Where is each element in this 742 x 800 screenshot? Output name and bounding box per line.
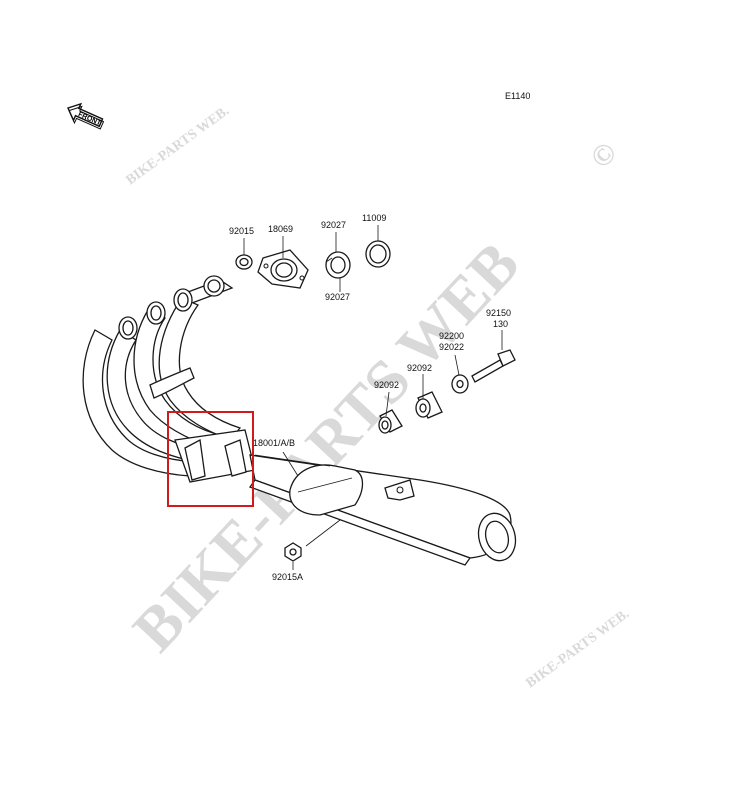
label-92200: 92200 (439, 331, 464, 341)
diagram-code: E1140 (505, 91, 530, 101)
label-130: 130 (493, 319, 508, 329)
watermark-small-bottom: BIKE-PARTS WEB. (524, 607, 633, 692)
muffler (248, 454, 517, 566)
label-92150: 92150 (486, 308, 511, 318)
label-92027-bottom: 92027 (325, 292, 350, 302)
front-arrow-icon: FRONT (67, 102, 105, 130)
flange-18069-icon (257, 249, 309, 289)
leader-lines (243, 225, 503, 570)
small-parts (235, 240, 516, 562)
retainer-92027-icon (325, 251, 351, 279)
collar-92092-right-icon (415, 391, 443, 419)
label-92092-left: 92092 (374, 380, 399, 390)
bolt-92150-icon (471, 349, 516, 383)
nut-92015A-icon (284, 542, 302, 562)
washer-92200-icon (451, 374, 469, 394)
gasket-11009-icon (365, 240, 391, 268)
highlight-box (167, 411, 254, 507)
label-92027-top: 92027 (321, 220, 346, 230)
collar-92092-left-icon (378, 409, 403, 434)
label-92022: 92022 (439, 342, 464, 352)
label-11009: 11009 (362, 213, 386, 223)
watermark-group: BIKE-PARTS WEB. BIKE-PARTS WEB © BIKE-PA… (121, 104, 633, 692)
watermark-copyright: © (584, 136, 623, 175)
label-92015: 92015 (229, 226, 254, 236)
label-92015A: 92015A (272, 572, 303, 582)
nut-92015-icon (235, 254, 253, 270)
label-92092-right: 92092 (407, 363, 432, 373)
exhaust-header-pipes (82, 275, 256, 483)
label-18001: 18001/A/B (253, 438, 295, 448)
watermark-small-top: BIKE-PARTS WEB. (124, 104, 233, 189)
label-18069: 18069 (268, 224, 293, 234)
part-labels: 92015 18069 92027 92027 11009 92150 130 … (229, 213, 511, 582)
